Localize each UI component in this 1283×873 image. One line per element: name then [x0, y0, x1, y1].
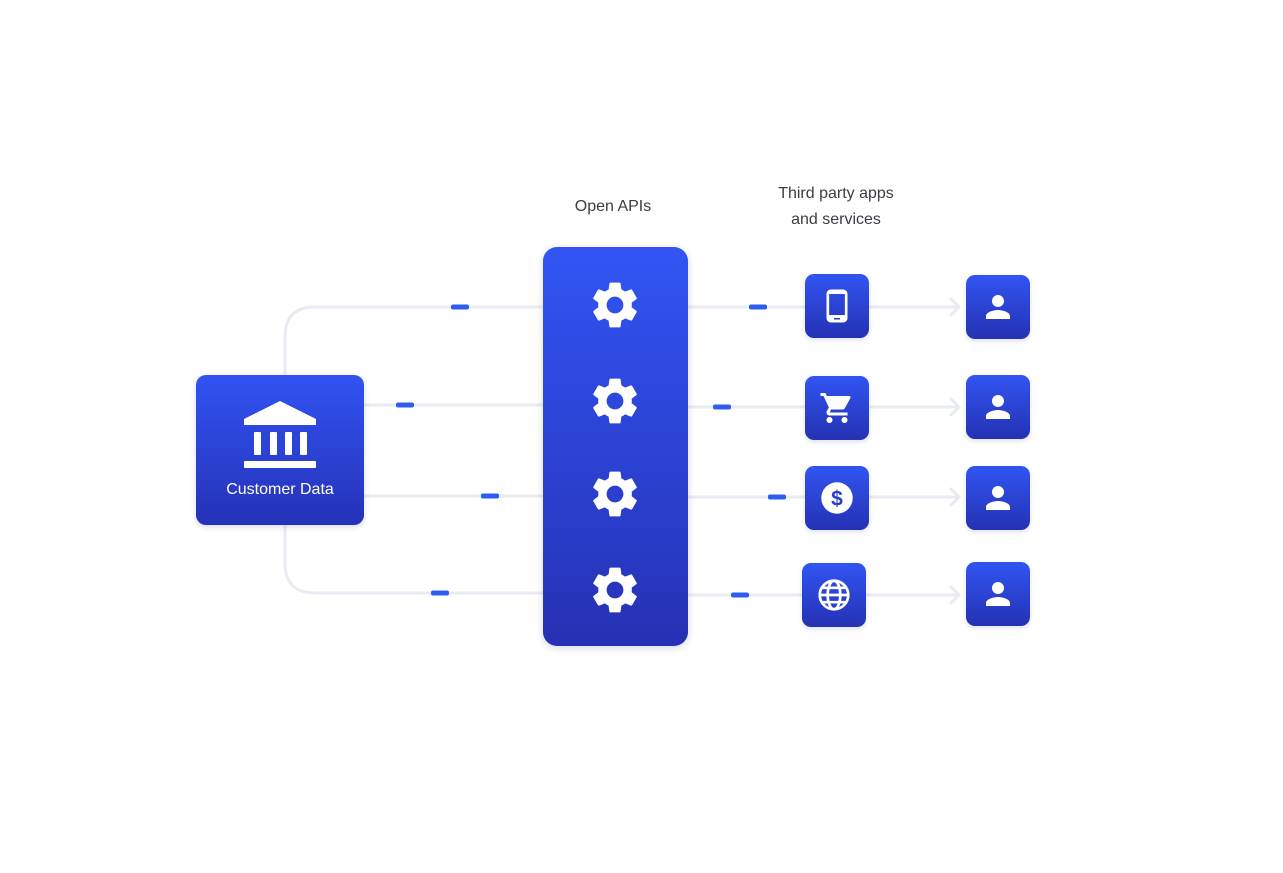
- bank-icon: [244, 401, 316, 468]
- flow-marker: [481, 493, 499, 499]
- customer-data-box: Customer Data: [196, 375, 364, 525]
- third-party-heading-line-1: Third party apps: [778, 185, 894, 202]
- flow-marker: [768, 494, 786, 500]
- arrow-head-4: [949, 585, 962, 605]
- mobile-app-tile: [805, 274, 869, 338]
- connector-source-api-4: [283, 523, 545, 595]
- customer-data-label: Customer Data: [226, 481, 334, 498]
- shopping-cart-icon: [820, 393, 851, 423]
- arrow-head-3: [949, 487, 962, 507]
- payment-tile: $: [805, 466, 869, 530]
- gear-icon: [593, 471, 637, 517]
- web-tile: [802, 563, 866, 627]
- dollar-coin-icon: $: [821, 482, 853, 514]
- third-party-heading: Third party apps and services: [746, 181, 926, 233]
- open-apis-heading: Open APIs: [574, 198, 652, 215]
- flow-marker: [451, 304, 469, 310]
- gear-icon: [593, 282, 637, 328]
- user-icon: [986, 582, 1010, 606]
- user-tile: [966, 275, 1030, 339]
- flow-marker: [749, 304, 767, 310]
- open-api-column: [543, 247, 688, 646]
- gear-icon: [593, 378, 637, 424]
- shopping-tile: [805, 376, 869, 440]
- user-icon: [986, 486, 1010, 510]
- user-icon: [986, 395, 1010, 419]
- arrow-head-2: [949, 397, 962, 417]
- globe-icon: [818, 579, 850, 611]
- user-tile: [966, 562, 1030, 626]
- flow-marker: [431, 590, 449, 596]
- user-icon: [986, 295, 1010, 319]
- user-tile: [966, 375, 1030, 439]
- arrow-head-1: [949, 297, 962, 317]
- third-party-heading-line-2: and services: [791, 211, 881, 228]
- flow-marker: [731, 592, 749, 598]
- mobile-phone-icon: [826, 289, 848, 323]
- flow-marker: [396, 402, 414, 408]
- flow-marker: [713, 404, 731, 410]
- user-tile: [966, 466, 1030, 530]
- svg-text:$: $: [831, 488, 843, 511]
- connector-source-api-1: [283, 305, 545, 377]
- gear-icon: [593, 567, 637, 613]
